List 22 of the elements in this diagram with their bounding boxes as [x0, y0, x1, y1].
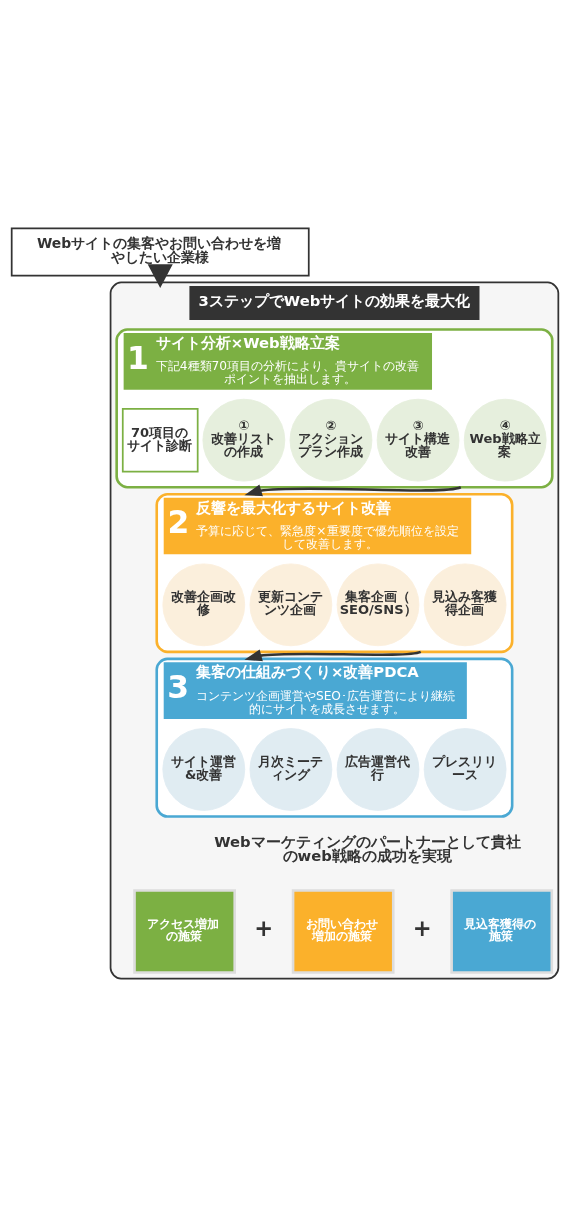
node-circle: 改善企画改修 — [162, 563, 246, 647]
node-circle: ③ サイト構造改善 — [376, 398, 460, 482]
node-box: 見込客獲得の施策 — [450, 889, 554, 974]
node-circle: 月次ミーティング — [249, 728, 333, 811]
node-circle: 集客企画（SEO/SNS） — [336, 563, 420, 647]
node-circle: ① 改善リストの作成 — [202, 398, 286, 482]
label: Webマーケティングのパートナーとして貴社のweb戦略の成功を実現 — [214, 832, 521, 865]
arrow — [147, 264, 173, 289]
label: + — [412, 915, 432, 942]
label: + — [254, 915, 274, 942]
arrow — [244, 484, 462, 497]
node-circle: プレスリリース — [423, 728, 507, 811]
node-box: 70項目のサイト診断 — [121, 407, 199, 473]
node-circle: 広告運営代行 — [336, 728, 420, 811]
node-circle: 更新コンテンツ企画 — [249, 563, 333, 647]
node-circle: ② アクションプラン作成 — [289, 398, 373, 482]
node-circle: サイト運営&改善 — [162, 728, 246, 811]
node-circle: 見込み客獲得企画 — [423, 563, 507, 647]
node-circle: ④ Web戦略立案 — [463, 398, 547, 482]
node-box: アクセス増加の施策 — [133, 889, 236, 974]
node-box: お問い合わせ増加の施策 — [291, 889, 395, 974]
arrow — [244, 649, 421, 662]
